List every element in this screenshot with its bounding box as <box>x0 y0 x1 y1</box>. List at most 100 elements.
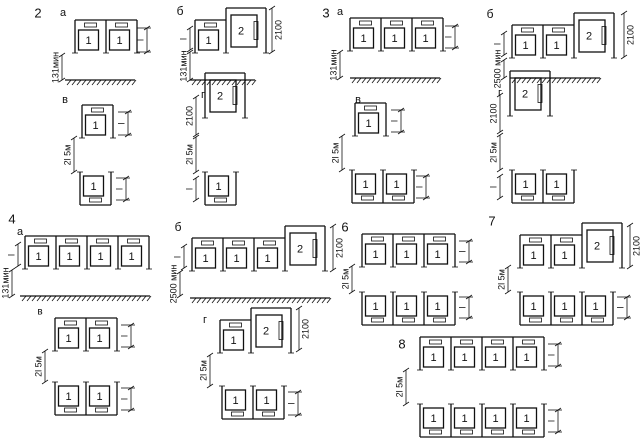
cabin-number: 1 <box>403 301 409 313</box>
cabin-number: 1 <box>530 250 536 262</box>
dimension-tick <box>294 389 302 395</box>
floor-hatch <box>396 77 402 84</box>
door-slot <box>552 195 565 201</box>
door-slot <box>95 320 108 326</box>
floor-hatch <box>246 297 252 304</box>
floor-hatch <box>71 79 77 86</box>
dimension-tick <box>14 263 22 269</box>
floor-hatch <box>141 295 147 302</box>
door-slot <box>204 22 217 28</box>
dimension-tick <box>192 132 200 138</box>
floor-hatch <box>281 297 287 304</box>
floor-hatch <box>51 295 57 302</box>
cabin-number: 1 <box>403 249 409 261</box>
dimension-tick <box>124 132 132 138</box>
floor-hatch <box>356 77 362 84</box>
door-slot <box>522 429 535 435</box>
floor-hatch <box>126 79 132 86</box>
cabin-number: 1 <box>530 301 536 313</box>
door-slot <box>253 21 259 40</box>
dimension-tick <box>295 347 303 353</box>
variant-label: а <box>60 7 67 19</box>
door-slot <box>312 239 318 258</box>
floor-hatch <box>231 297 237 304</box>
dimension-label: l <box>546 420 556 422</box>
floor-hatch <box>516 77 522 84</box>
dimension-label: 2l 5м <box>394 377 404 398</box>
door-slot <box>371 317 384 323</box>
floor-hatch <box>76 295 82 302</box>
floor-hatch <box>26 295 32 302</box>
dimension-tick <box>58 77 66 83</box>
cabin-number: 1 <box>372 301 378 313</box>
floor-hatch <box>96 79 102 86</box>
dimension-label: 131мин <box>178 50 188 81</box>
floor-hatch <box>301 297 307 304</box>
floor-hatch <box>316 297 322 304</box>
door-slot <box>491 429 504 435</box>
door-slot <box>560 317 573 323</box>
door-slot <box>371 236 384 242</box>
door-slot <box>364 105 377 111</box>
door-slot <box>231 411 244 417</box>
floor-hatch <box>286 297 292 304</box>
door-slot <box>65 238 78 244</box>
floor-hatch <box>121 79 127 86</box>
door-slot <box>64 320 77 326</box>
floor-hatch <box>111 295 117 302</box>
floor-hatch <box>431 77 437 84</box>
floor-hatch <box>206 297 212 304</box>
dimension-tick <box>176 269 184 275</box>
dimension-tick <box>127 322 135 328</box>
dimension-tick <box>329 223 337 229</box>
floor-hatch <box>231 79 237 86</box>
freight-car <box>586 229 614 263</box>
floor-hatch <box>91 295 97 302</box>
floor-hatch <box>266 297 272 304</box>
dimension-tick <box>500 75 508 81</box>
floor-hatch <box>556 77 562 84</box>
door-slot <box>460 339 473 345</box>
dimension-tick <box>186 47 194 53</box>
dimension-tick <box>180 243 188 249</box>
section-number: 6 <box>341 219 348 234</box>
dimension-tick <box>294 412 302 418</box>
floor-hatch <box>371 77 377 84</box>
floor-hatch <box>261 297 267 304</box>
cabin-number: 1 <box>85 35 91 47</box>
floor-hatch <box>411 77 417 84</box>
cabin-number: 1 <box>65 333 71 345</box>
door-slot <box>262 411 275 417</box>
door-slot <box>560 237 573 243</box>
cabin-number: 1 <box>434 301 440 313</box>
section-number: 8 <box>398 336 405 351</box>
floor-hatch <box>216 297 222 304</box>
door-slot <box>552 27 565 33</box>
door-slot <box>359 20 372 26</box>
cabin-number: 1 <box>393 179 399 191</box>
door-slot <box>537 84 543 103</box>
dimension-label: 2l 5м <box>198 360 208 381</box>
door-slot <box>34 238 47 244</box>
door-slot <box>433 317 446 323</box>
variant-label: г <box>498 87 502 99</box>
floor-hatch <box>366 77 372 84</box>
cabin-number: 1 <box>553 40 559 52</box>
dimension-tick <box>338 167 346 173</box>
cabin-number: 2 <box>297 243 303 255</box>
cabin-number: 1 <box>116 35 122 47</box>
cabin-number: 1 <box>592 301 598 313</box>
cabin-number: 1 <box>65 391 71 403</box>
dimension-tick <box>186 25 194 31</box>
door-slot <box>591 317 604 323</box>
section-number: 4 <box>8 211 15 226</box>
floor-hatch <box>571 77 577 84</box>
cabin-number: 1 <box>202 253 208 265</box>
floor-hatch <box>226 297 232 304</box>
variant-label: в <box>37 307 42 318</box>
floor-hatch <box>191 297 197 304</box>
variant-label: б <box>487 7 494 21</box>
floor-hatch <box>351 77 357 84</box>
dimension-tick <box>295 305 303 311</box>
dimension-tick <box>329 267 337 273</box>
